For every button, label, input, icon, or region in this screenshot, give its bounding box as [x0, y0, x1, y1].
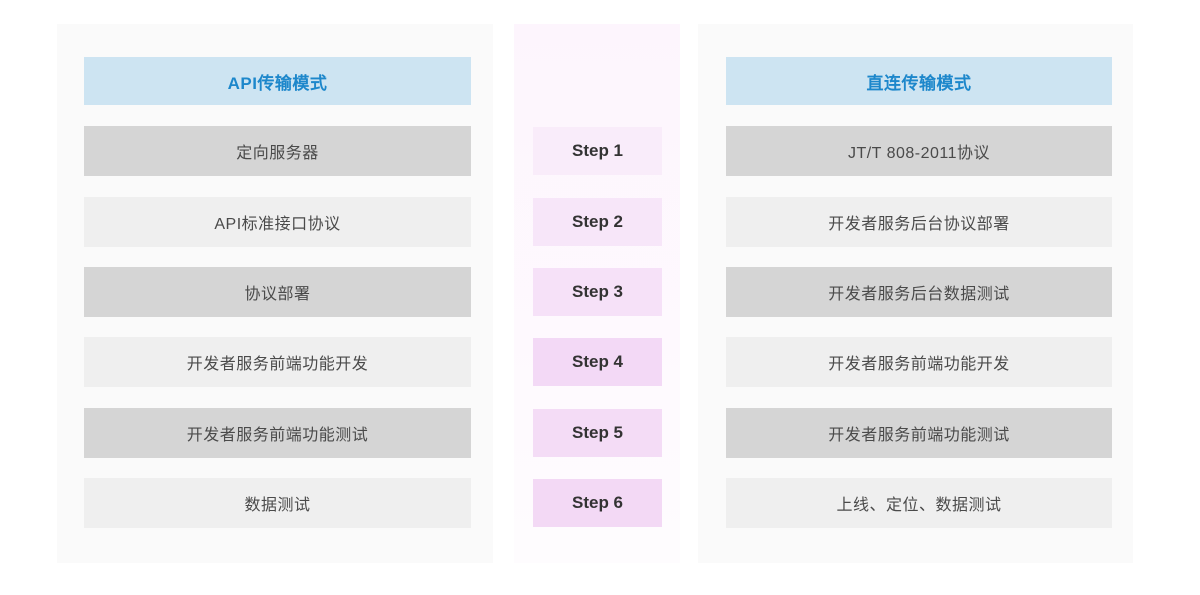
api-row-4: 开发者服务前端功能开发: [84, 337, 471, 387]
api-row-6: 数据测试: [84, 478, 471, 528]
step-6-box: Step 6: [533, 479, 662, 527]
direct-mode-panel: 直连传输模式 JT/T 808-2011协议 开发者服务后台协议部署 开发者服务…: [698, 24, 1133, 563]
direct-row-4: 开发者服务前端功能开发: [726, 337, 1112, 387]
direct-row-2: 开发者服务后台协议部署: [726, 197, 1112, 247]
steps-panel: Step 1 Step 2 Step 3 Step 4 Step 5 Step …: [514, 24, 680, 563]
step-4-box: Step 4: [533, 338, 662, 386]
direct-row-1: JT/T 808-2011协议: [726, 126, 1112, 176]
api-row-5: 开发者服务前端功能测试: [84, 408, 471, 458]
api-mode-panel: API传输模式 定向服务器 API标准接口协议 协议部署 开发者服务前端功能开发…: [57, 24, 493, 563]
step-3-box: Step 3: [533, 268, 662, 316]
step-2-box: Step 2: [533, 198, 662, 246]
direct-row-5: 开发者服务前端功能测试: [726, 408, 1112, 458]
step-5-box: Step 5: [533, 409, 662, 457]
direct-mode-header: 直连传输模式: [726, 57, 1112, 105]
direct-row-3: 开发者服务后台数据测试: [726, 267, 1112, 317]
direct-row-6: 上线、定位、数据测试: [726, 478, 1112, 528]
api-row-3: 协议部署: [84, 267, 471, 317]
api-row-1: 定向服务器: [84, 126, 471, 176]
api-row-2: API标准接口协议: [84, 197, 471, 247]
api-mode-header: API传输模式: [84, 57, 471, 105]
step-1-box: Step 1: [533, 127, 662, 175]
